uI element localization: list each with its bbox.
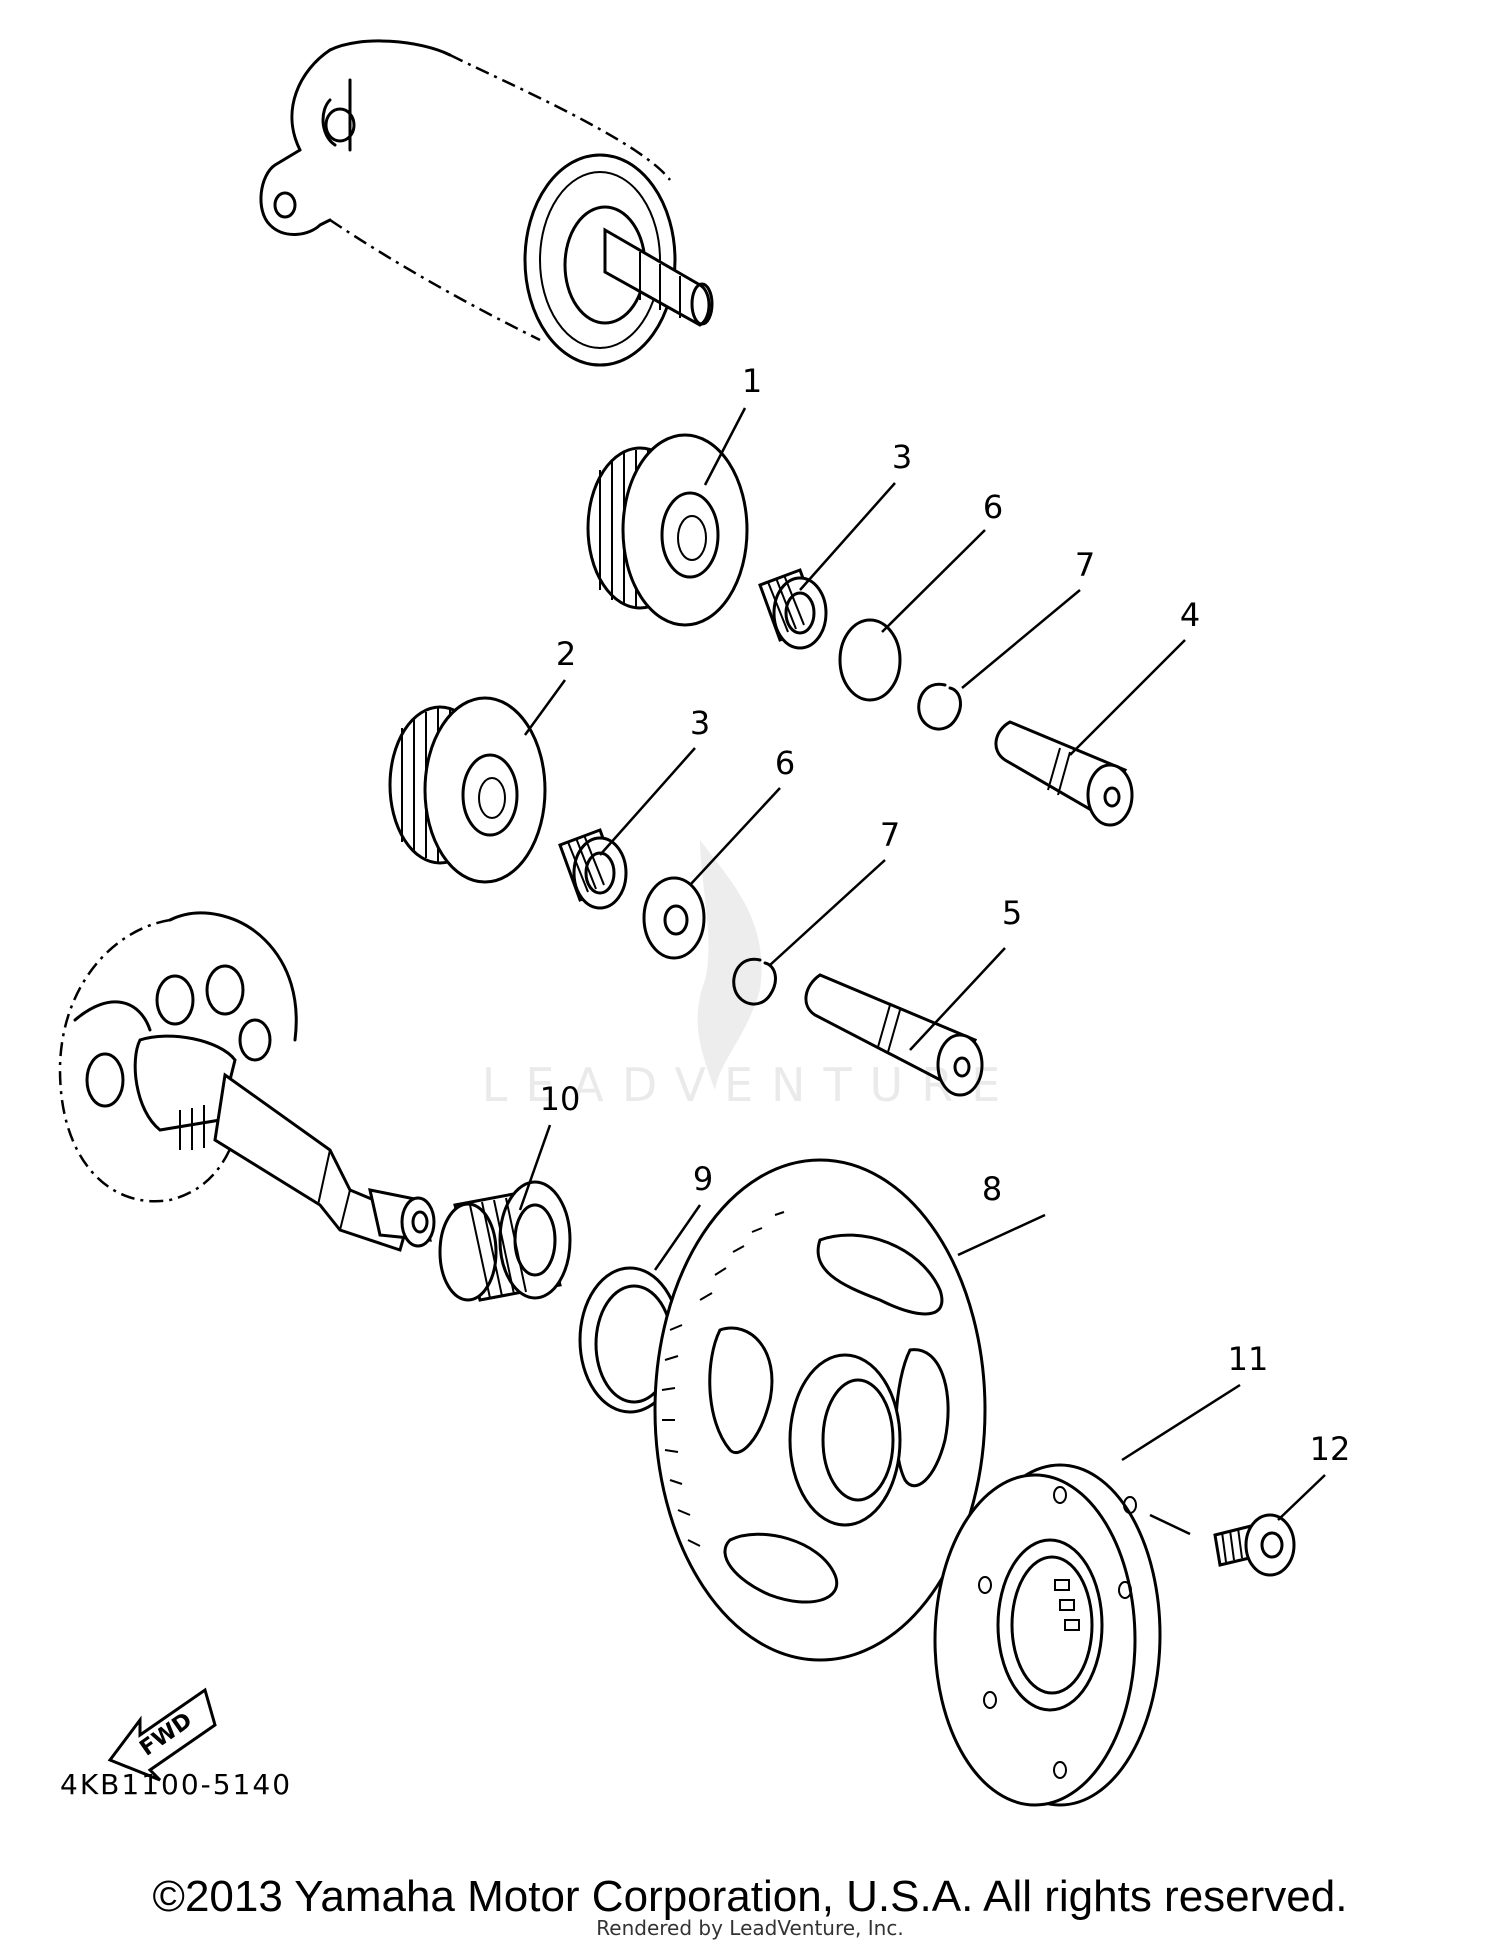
watermark-logo bbox=[697, 840, 762, 1090]
part-3-bearing-lower bbox=[558, 828, 628, 910]
callout-11: 11 bbox=[1228, 1340, 1269, 1378]
part-6-washer-upper bbox=[838, 618, 902, 702]
part-9-washer bbox=[578, 1266, 682, 1414]
part-1-gear bbox=[586, 433, 749, 627]
callouts: 1 3 6 7 4 2 3 6 7 5 10 9 8 11 12 bbox=[540, 362, 1351, 1468]
leader-lines bbox=[518, 407, 1326, 1536]
part-7-circlip-lower bbox=[732, 957, 777, 1006]
callout-6-lower: 6 bbox=[775, 744, 795, 782]
part-4-shaft bbox=[994, 720, 1134, 827]
callout-3-upper: 3 bbox=[892, 438, 912, 476]
callout-7-upper: 7 bbox=[1075, 546, 1095, 584]
callout-3-lower: 3 bbox=[690, 704, 710, 742]
part-6-washer-lower bbox=[642, 876, 706, 960]
fwd-arrow-icon: FWD bbox=[107, 1687, 217, 1782]
part-3-bearing-upper bbox=[758, 568, 828, 650]
part-7-circlip-upper bbox=[917, 682, 962, 731]
part-11-one-way-clutch bbox=[933, 1463, 1162, 1807]
callout-7-lower: 7 bbox=[880, 816, 900, 854]
part-10-bearing bbox=[438, 1180, 572, 1302]
callout-10: 10 bbox=[540, 1080, 581, 1118]
callout-8: 8 bbox=[982, 1170, 1002, 1208]
diagram-code: 4KB1100-5140 bbox=[60, 1768, 293, 1801]
copyright-notice: ©2013 Yamaha Motor Corporation, U.S.A. A… bbox=[152, 1872, 1348, 1921]
callout-9: 9 bbox=[693, 1160, 713, 1198]
part-8-large-gear bbox=[653, 1158, 987, 1662]
callout-6-upper: 6 bbox=[983, 488, 1003, 526]
callout-12: 12 bbox=[1310, 1430, 1351, 1468]
starter-motor bbox=[259, 39, 714, 367]
callout-4: 4 bbox=[1180, 596, 1200, 634]
callout-1: 1 bbox=[742, 362, 762, 400]
watermark-text: LEADVENTURE bbox=[481, 1058, 1019, 1112]
callout-2: 2 bbox=[556, 635, 576, 673]
part-2-gear bbox=[388, 696, 547, 884]
part-12-bolt bbox=[1213, 1513, 1296, 1577]
starter-clutch-shaft bbox=[58, 911, 436, 1252]
callout-5: 5 bbox=[1002, 894, 1022, 932]
rendered-by-notice: Rendered by LeadVenture, Inc. bbox=[596, 1916, 904, 1940]
part-5-shaft bbox=[804, 973, 984, 1097]
